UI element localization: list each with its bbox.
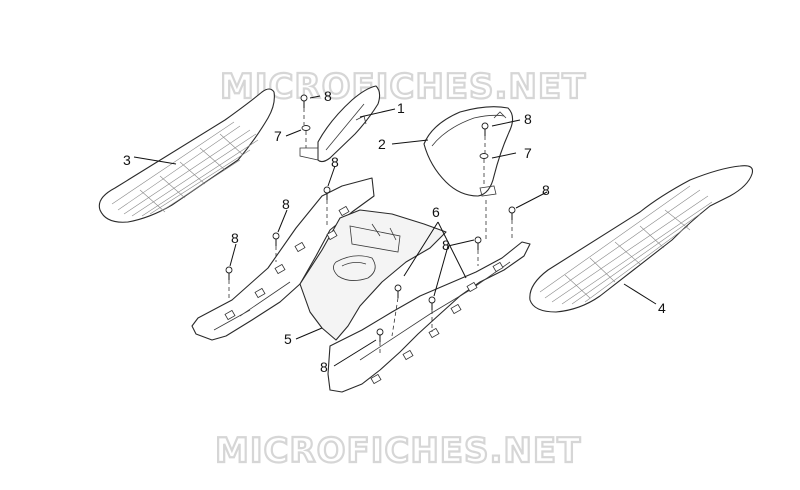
screw-icon xyxy=(508,206,516,220)
callout-8-top-left: 8 xyxy=(324,88,332,104)
callout-1: 1 xyxy=(397,100,405,116)
callout-2: 2 xyxy=(378,136,386,152)
leader-lines xyxy=(133,95,657,367)
right-footrest-mat xyxy=(529,165,754,313)
central-floor-panel xyxy=(191,177,531,393)
callout-3: 3 xyxy=(123,152,131,168)
washer-icon xyxy=(301,125,311,131)
screw-icon xyxy=(300,94,308,108)
callout-6: 6 xyxy=(432,204,440,220)
callout-8-right: 8 xyxy=(542,182,550,198)
callout-labels: 1 2 3 4 5 6 7 7 8 8 8 8 8 8 8 8 xyxy=(123,88,666,375)
callout-4: 4 xyxy=(658,300,666,316)
callout-8-center: 8 xyxy=(442,237,450,253)
callout-7-right: 7 xyxy=(524,145,532,161)
callout-5: 5 xyxy=(284,331,292,347)
callout-8-panel-mid: 8 xyxy=(282,196,290,212)
callout-8-top-right: 8 xyxy=(524,111,532,127)
assembly-lines xyxy=(228,108,513,356)
screw-icon xyxy=(428,296,436,310)
screw-icon xyxy=(272,232,280,246)
screw-icon xyxy=(481,122,489,136)
watermark-bottom: MICROFICHES.NET xyxy=(215,431,581,471)
screw-icon xyxy=(474,236,482,250)
screw-icon xyxy=(376,328,384,342)
screw-icon xyxy=(394,284,402,298)
callout-8-bottom: 8 xyxy=(320,359,328,375)
callout-8-panel-left: 8 xyxy=(231,230,239,246)
watermark-top: MICROFICHES.NET xyxy=(220,67,586,107)
right-side-cover xyxy=(423,106,514,197)
screw-icon xyxy=(323,186,331,200)
callout-7-left: 7 xyxy=(274,128,282,144)
washer-icon xyxy=(479,153,489,159)
screw-icon xyxy=(225,266,233,280)
screw-set xyxy=(225,94,516,342)
callout-8-panel-top: 8 xyxy=(331,154,339,170)
